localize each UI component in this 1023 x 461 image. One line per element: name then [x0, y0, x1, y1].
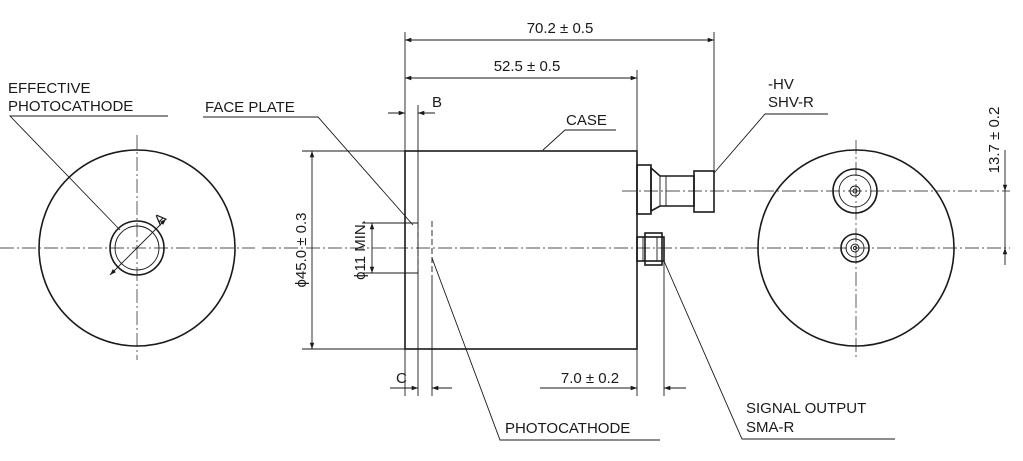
hv-connector-tip — [693, 170, 715, 213]
photocathode-label: PHOTOCATHODE — [505, 420, 630, 437]
side-view: CASE FACE PLATE PHOTOCATHODE -HV SHV-R S… — [203, 20, 895, 441]
dim-overall-text: 70.2 ± 0.5 — [527, 20, 594, 37]
hv-leader — [713, 113, 828, 174]
hv-connector-flange — [636, 164, 652, 215]
signal-connector-hex — [644, 232, 663, 266]
effective-photocathode-leader — [8, 115, 168, 231]
signal-connector-rear — [840, 233, 870, 263]
dim-case-text: 52.5 ± 0.5 — [494, 58, 561, 75]
dim-sig-text: 7.0 ± 0.2 — [561, 370, 619, 387]
photocathode-leader — [431, 257, 660, 441]
effective-photocathode-label: EFFECTIVE — [8, 80, 91, 97]
front-view: A EFFECTIVE PHOTOCATHODE — [0, 80, 255, 360]
hv-label: -HV — [768, 76, 794, 93]
signal-connector-body — [636, 236, 665, 262]
signal-output-label: SIGNAL OUTPUT — [746, 400, 866, 417]
signal-output-label-2: SMA-R — [746, 419, 795, 436]
hv-label-2: SHV-R — [768, 94, 814, 111]
dim-b-text: B — [432, 94, 442, 111]
case-body — [404, 150, 638, 350]
case-label: CASE — [566, 112, 607, 129]
rear-view: 13.7 ± 0.2 — [745, 107, 1010, 360]
case-leader — [542, 129, 616, 151]
dim-a-line — [109, 218, 167, 276]
dim-pc-text: ϕ11 MIN. — [352, 220, 369, 280]
face-plate-leader — [203, 116, 414, 226]
hv-connector-body — [650, 166, 695, 213]
dim-c-text: C — [396, 370, 407, 387]
dim-dia-text: ϕ45.0 ± 0.3 — [293, 212, 310, 287]
face-plate-label: FACE PLATE — [205, 99, 295, 116]
dim-hv-offset-text: 13.7 ± 0.2 — [986, 107, 1003, 174]
signal-output-leader — [663, 260, 895, 440]
effective-photocathode-label-2: PHOTOCATHODE — [8, 98, 133, 115]
